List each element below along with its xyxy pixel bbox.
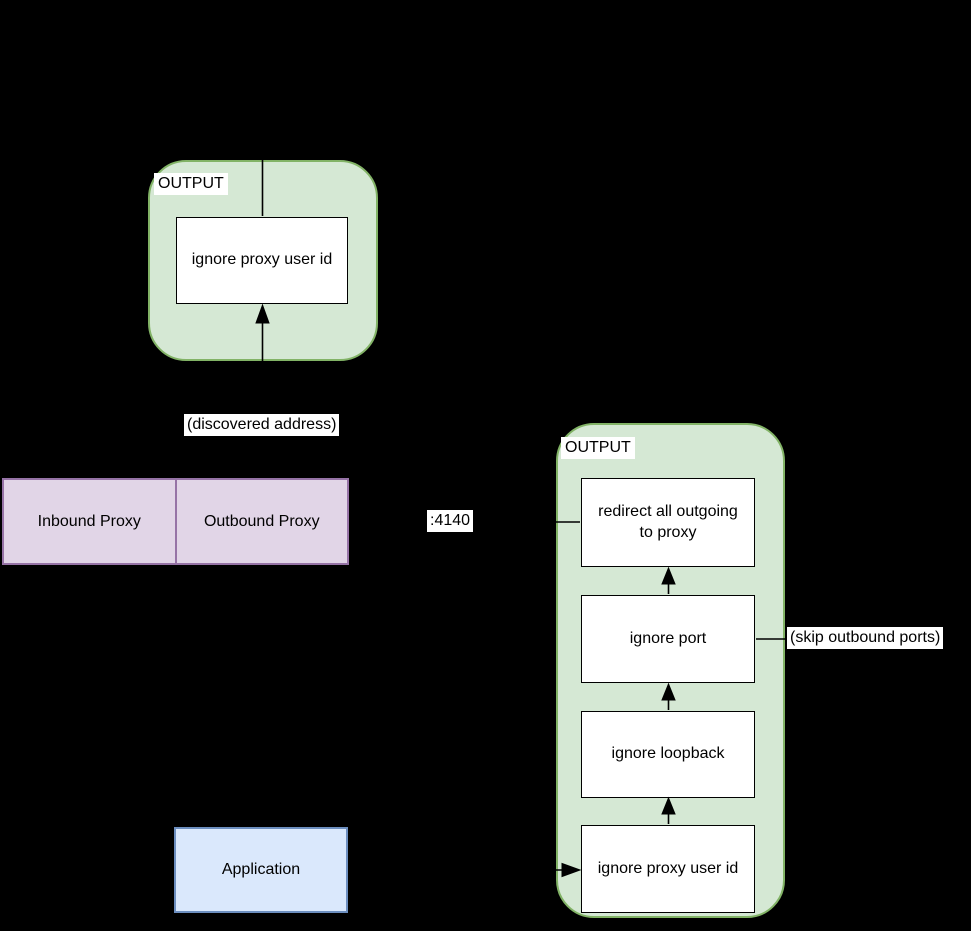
left-rule-ignore-proxy-user-id: ignore proxy user id [176,217,348,304]
application-label: Application [221,861,301,878]
left-rule-ignore-proxy-user-id-label: ignore proxy user id [191,251,333,269]
discovered-address-label: (discovered address) [184,414,340,436]
outbound-proxy-label: Outbound Proxy [203,512,320,530]
rule-right-ignore-proxy-user-id-label: ignore proxy user id [597,859,739,877]
outbound-proxy-box: Outbound Proxy [174,480,348,563]
rule-ignore-loopback: ignore loopback [581,711,755,798]
rule-ignore-port-label: ignore port [629,629,707,647]
port-4140-label: :4140 [427,510,474,532]
inbound-proxy-label: Inbound Proxy [37,512,141,530]
right-output-chain-label: OUTPUT [561,437,635,459]
left-output-chain-label: OUTPUT [154,173,228,195]
rule-redirect-all-outgoing-to-proxy: redirect all outgoing to proxy [581,478,755,567]
application-box: Application [174,827,348,913]
rule-redirect-label: redirect all outgoing to proxy [598,502,738,541]
inbound-proxy-box: Inbound Proxy [4,480,175,563]
rule-right-ignore-proxy-user-id: ignore proxy user id [581,825,755,913]
skip-outbound-ports-label: (skip outbound ports) [787,627,944,649]
rule-ignore-loopback-label: ignore loopback [611,745,725,763]
proxy-row: Inbound Proxy Outbound Proxy [2,478,349,565]
rule-ignore-port: ignore port [581,595,755,683]
